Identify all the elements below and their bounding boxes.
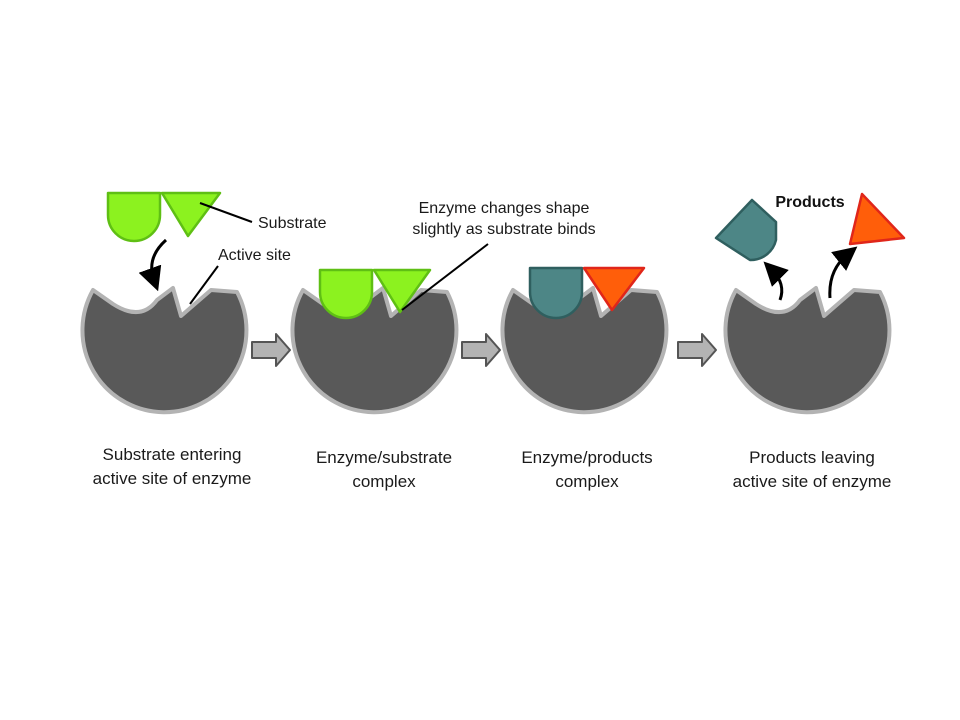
active-site-leader-line [189, 265, 219, 305]
product-a-released [714, 198, 778, 262]
stage-4-caption-line1: Products leaving [749, 448, 875, 467]
stage-3-caption-line1: Enzyme/products [521, 448, 652, 467]
product-a-exit-arrow [763, 261, 789, 301]
stage-1-caption-line2: active site of enzyme [93, 469, 252, 488]
stage-3-caption-line2: complex [555, 472, 619, 491]
enzyme-stage-2 [290, 268, 459, 415]
step-arrow-2 [461, 333, 501, 367]
stage-2-caption-line2: complex [352, 472, 416, 491]
active-site-label: Active site [218, 247, 291, 264]
step-arrow-3 [677, 333, 717, 367]
stage-1-caption-line1: Substrate entering [103, 445, 242, 464]
substrate-entry-arrow [138, 238, 168, 292]
stage-4-caption-line2: active site of enzyme [733, 472, 892, 491]
enzyme-stage-1 [80, 286, 249, 415]
enzyme-stage-3 [500, 266, 669, 415]
product-b-exit-arrow [828, 246, 858, 299]
product-b-released [848, 192, 906, 246]
stage-2-caption-line1: Enzyme/substrate [316, 448, 452, 467]
products-label: Products [775, 194, 844, 211]
enzyme-stage-4 [723, 286, 892, 415]
shape-change-label-line1: Enzyme changes shape [419, 200, 590, 217]
shape-change-label-line2: slightly as substrate binds [412, 221, 595, 238]
shape-change-leader-line [401, 243, 489, 311]
substrate-piece [106, 191, 222, 243]
substrate-label: Substrate [258, 215, 327, 232]
step-arrow-1 [251, 333, 291, 367]
substrate-leader-line [199, 202, 253, 223]
